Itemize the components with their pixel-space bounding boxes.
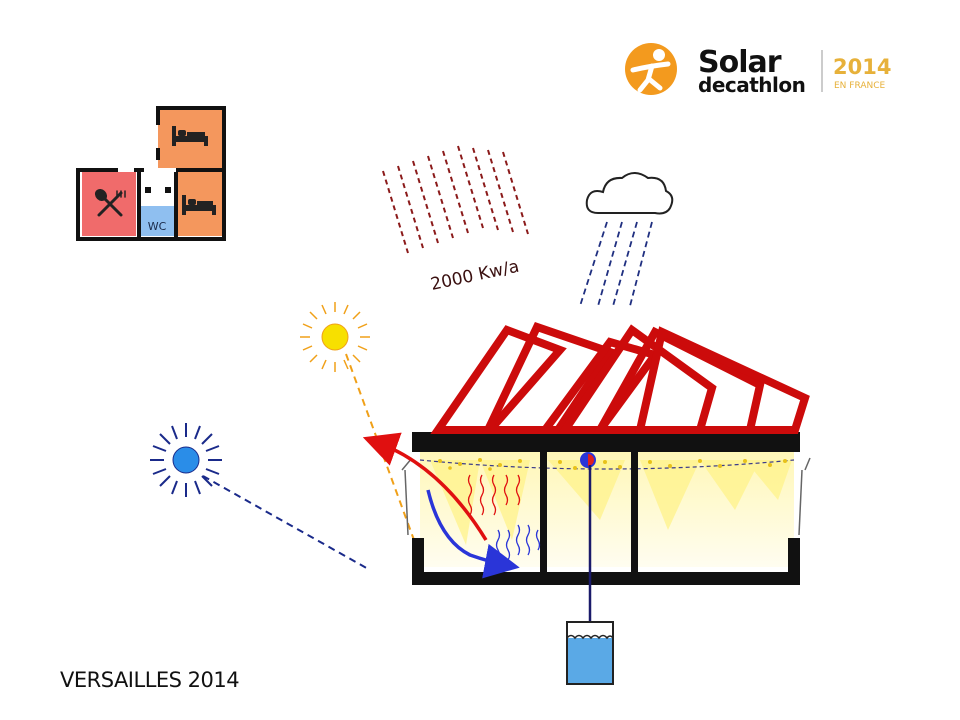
dining-icon (94, 188, 126, 217)
right-wall-base (788, 538, 800, 578)
pcm-dots (438, 458, 787, 471)
cold-air-arrow (426, 489, 520, 579)
wc-label: WC (148, 220, 167, 233)
bed-icon (182, 195, 216, 215)
floor-slab (412, 572, 800, 585)
logo-year: 2014 (833, 55, 891, 79)
solar-panel-frames (430, 322, 810, 434)
solar-decathlon-logo: Solar decathlon 2014 EN FRANCE (625, 43, 891, 97)
bed-icon (172, 126, 208, 146)
roof-slab (412, 432, 800, 452)
water-tank-icon (566, 452, 614, 685)
energy-label: 2000 Kw/a (429, 257, 521, 295)
heat-waves (467, 474, 541, 561)
rain (579, 221, 653, 307)
logo-place: EN FRANCE (834, 81, 886, 91)
summer-sun-ray (345, 353, 415, 541)
partition-1 (540, 450, 547, 574)
logo-word-2: decathlon (698, 73, 805, 97)
location-caption: VERSAILLES 2014 (60, 668, 240, 692)
winter-sun-icon (150, 423, 222, 497)
summer-sun-icon (300, 302, 370, 372)
floor-plan: WC (76, 106, 226, 241)
winter-sun-ray (202, 475, 371, 571)
cloud-icon (585, 172, 674, 215)
hot-air-arrow (362, 432, 488, 541)
logo-word-1: Solar (698, 45, 782, 80)
solar-radiation-lines (382, 145, 529, 254)
wc-room (141, 206, 174, 236)
left-wall-base (412, 538, 424, 578)
partition-2 (631, 450, 638, 574)
